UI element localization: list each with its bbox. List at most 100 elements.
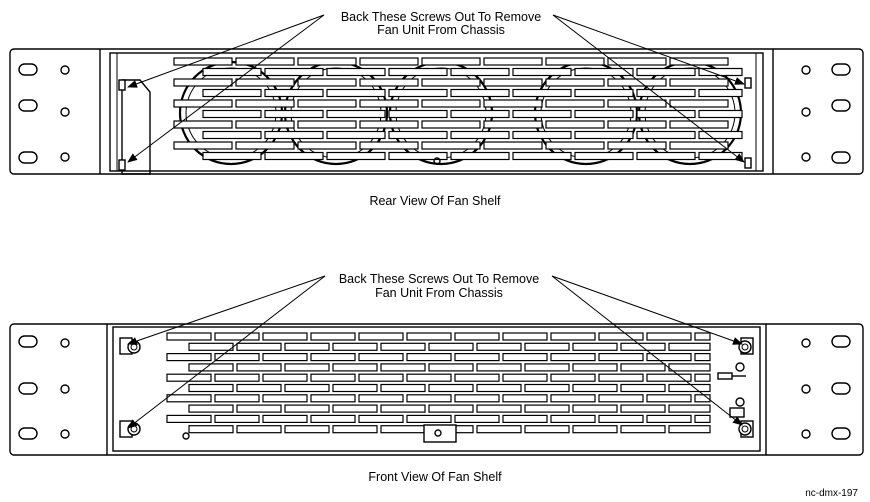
grille-slot [358,373,404,382]
grille-slot [421,141,481,150]
grille-slot [235,99,295,108]
front-captive-screw-bottom-left [119,420,141,438]
grille-slot [428,363,474,372]
front-fan-unit-frame [112,326,761,452]
grille-slot [550,353,596,362]
grille-slot [406,373,452,382]
rear-fan-unit-frame [109,52,764,172]
front-view: Back These Screws Out To Remove Fan Unit… [9,272,864,484]
grille-slot [264,151,324,161]
grille-slot [262,332,308,341]
grille-slot [326,88,386,98]
front-left-rack-ear-holes [18,335,70,440]
grille-slot [428,342,474,351]
grille-slot [524,342,570,351]
grille-slot [173,141,233,150]
grille-slot [236,383,282,393]
front-captive-screw-bottom-right [738,420,754,438]
grille-slot [406,414,452,423]
grille-slot [620,363,666,372]
grille-slot [454,414,500,423]
grille-slot [236,342,282,351]
grille-slot [297,141,357,150]
grille-slot [406,353,452,362]
grille-slot [607,120,667,129]
grille-slot [545,120,605,129]
rear-callout-line-2: Fan Unit From Chassis [377,23,505,37]
grille-slot [550,414,596,423]
grille-slot [428,383,474,393]
grille-slot [636,130,696,140]
grille-slot [524,425,570,434]
grille-slot [310,373,356,382]
grille-slot [421,78,481,87]
grille-slot [550,394,596,403]
grille-slot [173,78,233,87]
grille-slot [512,109,572,119]
grille-slot [380,404,426,413]
grille-slot [646,332,692,341]
grille-slot [572,363,618,372]
grille-slot [428,404,474,413]
grille-slot [502,353,548,362]
grille-slot [502,394,548,403]
grille-slot [406,332,452,341]
grille-slot [483,120,543,129]
grille-slot [297,57,357,66]
grille-slot [476,425,522,434]
grille-slot [297,120,357,129]
grille-slot [236,404,282,413]
grille-slot [421,120,481,129]
front-chassis-outline [9,323,864,456]
grille-slot [574,109,634,119]
grille-slot [388,151,448,161]
grille-slot [202,109,262,119]
grille-slot [476,363,522,372]
grille-slot [502,414,548,423]
grille-slot [262,414,308,423]
grille-slot [636,151,696,161]
grille-slot [166,373,212,382]
grille-slot [607,99,667,108]
rear-left-rack-ear-holes [18,63,70,164]
grille-slot [310,353,356,362]
front-callout-line-2: Fan Unit From Chassis [375,286,503,300]
grille-slot [264,109,324,119]
front-grille-slots [166,332,711,434]
grille-slot [620,404,666,413]
grille-slot [359,141,419,150]
grille-slot [669,57,729,66]
grille-slot [297,78,357,87]
grille-slot [380,383,426,393]
grille-slot [574,67,634,77]
grille-slot [598,414,644,423]
grille-slot [572,383,618,393]
grille-slot [202,130,262,140]
grille-slot [235,78,295,87]
grille-slot [202,151,262,161]
grille-slot [166,394,212,403]
grille-slot [694,394,711,403]
grille-slot [476,404,522,413]
grille-slot [545,99,605,108]
grille-slot [598,353,644,362]
grille-slot [166,414,212,423]
grille-slot [450,130,510,140]
grille-slot [483,141,543,150]
grille-slot [669,120,729,129]
grille-slot [620,383,666,393]
grille-slot [669,141,729,150]
grille-slot [454,353,500,362]
grille-slot [214,332,260,341]
grille-slot [388,88,448,98]
grille-slot [380,425,426,434]
grille-slot [694,373,711,382]
grille-slot [264,67,324,77]
grille-slot [358,394,404,403]
grille-slot [406,394,452,403]
grille-slot [359,78,419,87]
front-view-caption: Front View Of Fan Shelf [368,470,502,484]
grille-slot [380,363,426,372]
grille-slot [326,130,386,140]
front-right-rack-ear-holes [801,335,851,440]
